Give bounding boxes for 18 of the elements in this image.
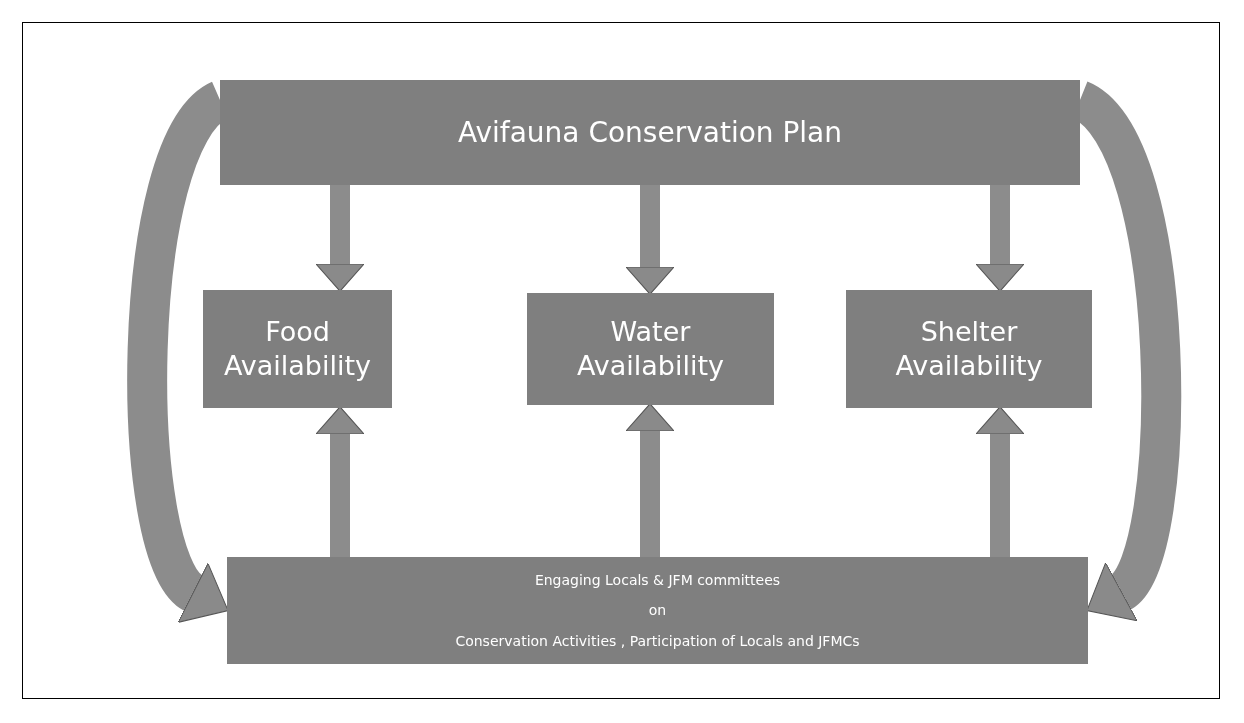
- process-box: [203, 290, 392, 408]
- block-arrow: [315, 406, 365, 557]
- process-box: [220, 80, 1080, 185]
- block-arrow: [975, 185, 1025, 292]
- box-label: Avifauna Conservation Plan: [458, 115, 842, 150]
- box-label: on: [648, 601, 667, 620]
- box-label: Conservation Activities , Participation of Locals and JFMCs: [455, 631, 860, 650]
- box-label: Engaging Locals & JFM committees: [534, 571, 781, 590]
- box-label: Shelter Availability: [894, 315, 1044, 383]
- box-label: Food Availability: [222, 315, 373, 383]
- process-box: [846, 290, 1092, 408]
- block-arrow: [625, 185, 675, 295]
- box-label: Water Availability: [575, 315, 726, 383]
- process-box: [227, 557, 1088, 664]
- block-arrow: [975, 406, 1025, 557]
- block-arrow: [625, 403, 675, 557]
- process-box: [527, 293, 774, 405]
- block-arrow: [315, 185, 365, 292]
